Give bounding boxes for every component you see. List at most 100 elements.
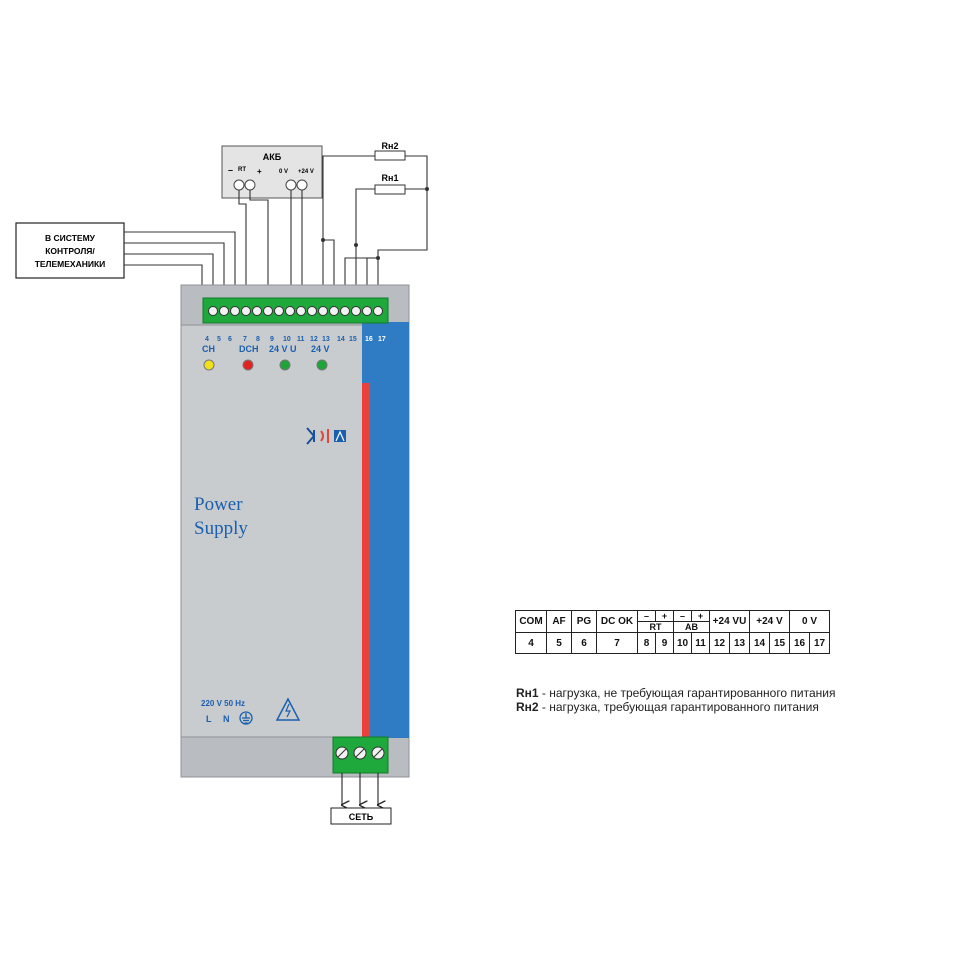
- battery-rt-label: RT: [238, 167, 246, 173]
- terminal-number: 16: [365, 336, 373, 343]
- rt-minus: –: [643, 611, 649, 621]
- battery-terminal-rt2: [244, 179, 256, 191]
- cell-terminal-number: 15: [769, 632, 790, 654]
- cell-terminal-number: 17: [809, 632, 830, 654]
- cell-terminal-number: 10: [673, 632, 692, 654]
- terminal-number: 9: [270, 336, 274, 343]
- battery-0v-label: 0 V: [279, 169, 288, 175]
- col-pg: PG: [571, 610, 597, 633]
- terminal-number: 4: [205, 336, 209, 343]
- brand-power: Power: [194, 494, 243, 515]
- terminal-number: 5: [217, 336, 221, 343]
- cell-terminal-number: 9: [655, 632, 674, 654]
- led-24v-green: [316, 359, 328, 371]
- battery-minus-label: –: [228, 165, 233, 175]
- terminal-number: 14: [337, 336, 345, 343]
- terminal-number: 6: [228, 336, 232, 343]
- legend-rn1: Rн1 - нагрузка, не требующая гарантирова…: [516, 686, 836, 700]
- col-com: COM: [515, 610, 547, 633]
- power-supply-unit: 4 5 6 7 8 9 10 11 12 13 14 15 16 17 CH D…: [180, 284, 410, 778]
- legend-rn2-text: - нагрузка, требующая гарантированного п…: [538, 700, 819, 714]
- battery-title: АКБ: [263, 152, 282, 162]
- legend: Rн1 - нагрузка, не требующая гарантирова…: [516, 686, 836, 714]
- mains-wires: [342, 773, 378, 805]
- telemetry-line2: КОНТРОЛЯ/: [45, 246, 95, 256]
- rn1-label: Rн1: [382, 173, 399, 183]
- terminal-number: 17: [378, 336, 386, 343]
- led-24vu-green: [279, 359, 291, 371]
- battery-24v-label: +24 V: [298, 169, 314, 175]
- terminal-numbers: 4 5 6 7 8 9 10 11 12 13 14 15 16 17: [205, 336, 386, 343]
- col-24v: +24 V: [749, 610, 790, 633]
- terminal-number: 8: [256, 336, 260, 343]
- led-dch-red: [242, 359, 254, 371]
- rn2-resistor: [374, 150, 406, 161]
- col-af: AF: [546, 610, 572, 633]
- led-ch-yellow: [203, 359, 215, 371]
- battery-plus-label: +: [257, 167, 262, 176]
- brand-supply: Supply: [194, 518, 248, 539]
- legend-rn1-text: - нагрузка, не требующая гарантированног…: [538, 686, 836, 700]
- cell-terminal-number: 6: [571, 632, 597, 654]
- rt-plus: +: [655, 611, 673, 621]
- load-rn2: Rн2: [374, 141, 406, 161]
- col-rt: –+ RT: [637, 610, 674, 633]
- battery-terminal-0v: [285, 179, 297, 191]
- telemetry-line3: ТЕЛЕМЕХАНИКИ: [35, 259, 106, 269]
- battery-terminal-rt1: [233, 179, 245, 191]
- terminal-number: 10: [283, 336, 291, 343]
- terminal-number: 11: [297, 336, 305, 343]
- legend-rn2-name: Rн2: [516, 700, 539, 714]
- led-label-vu: 24 V U: [269, 344, 297, 354]
- cell-terminal-number: 4: [515, 632, 547, 654]
- mains-box: СЕТЬ: [330, 807, 392, 825]
- terminal-number: 15: [349, 336, 357, 343]
- manufacturer-logo-icon: [306, 427, 346, 445]
- mains-n-label: N: [223, 714, 230, 724]
- cell-terminal-number: 14: [749, 632, 770, 654]
- led-labels: CH DCH 24 V U 24 V: [202, 344, 330, 354]
- rn1-resistor: [374, 184, 406, 195]
- cell-terminal-number: 5: [546, 632, 572, 654]
- red-stripe: [362, 383, 370, 737]
- col-ab: –+ AB: [673, 610, 710, 633]
- cell-terminal-number: 16: [789, 632, 810, 654]
- mains-rating: 220 V 50 Hz: [201, 699, 245, 708]
- led-label-24v: 24 V: [311, 344, 330, 354]
- cell-terminal-number: 8: [637, 632, 656, 654]
- table-number-row: 4 5 6 7 8 9 10 11 12 13 14 15 16 17: [515, 632, 830, 654]
- cell-terminal-number: 12: [709, 632, 730, 654]
- load-rn1: Rн1: [374, 173, 406, 195]
- led-label-dch: DCH: [239, 344, 259, 354]
- led-label-ch: CH: [202, 344, 215, 354]
- legend-rn2: Rн2 - нагрузка, требующая гарантированно…: [516, 700, 836, 714]
- cell-terminal-number: 13: [729, 632, 750, 654]
- ab-minus: –: [679, 611, 685, 621]
- terminal-number: 13: [322, 336, 330, 343]
- terminal-number: 7: [243, 336, 247, 343]
- cell-terminal-number: 7: [596, 632, 638, 654]
- cell-terminal-number: 11: [691, 632, 710, 654]
- battery-box: АКБ – RT + 0 V +24 V: [221, 145, 323, 199]
- terminal-assignment-table: COM AF PG DC OK –+ RT –+ AB +24 VU +24 V…: [515, 610, 830, 654]
- mains-l-label: L: [206, 714, 212, 724]
- table-header-row: COM AF PG DC OK –+ RT –+ AB +24 VU +24 V…: [515, 610, 830, 633]
- telemetry-line1: В СИСТЕМУ: [45, 233, 96, 243]
- ground-icon: [239, 711, 253, 725]
- terminal-number: 12: [310, 336, 318, 343]
- rt-label: RT: [649, 622, 662, 632]
- col-0v: 0 V: [789, 610, 830, 633]
- top-screw-terminals: [208, 306, 383, 316]
- ab-plus: +: [691, 611, 709, 621]
- col-dcok: DC OK: [596, 610, 638, 633]
- rn2-label: Rн2: [382, 141, 399, 151]
- col-24vu: +24 VU: [709, 610, 750, 633]
- ab-label: AB: [685, 622, 698, 632]
- battery-terminal-24v: [296, 179, 308, 191]
- wire-junctions: [321, 187, 429, 260]
- legend-rn1-name: Rн1: [516, 686, 539, 700]
- high-voltage-warning-icon: [275, 697, 301, 721]
- mains-label: СЕТЬ: [349, 812, 374, 822]
- telemetry-box: В СИСТЕМУ КОНТРОЛЯ/ ТЕЛЕМЕХАНИКИ: [15, 222, 125, 279]
